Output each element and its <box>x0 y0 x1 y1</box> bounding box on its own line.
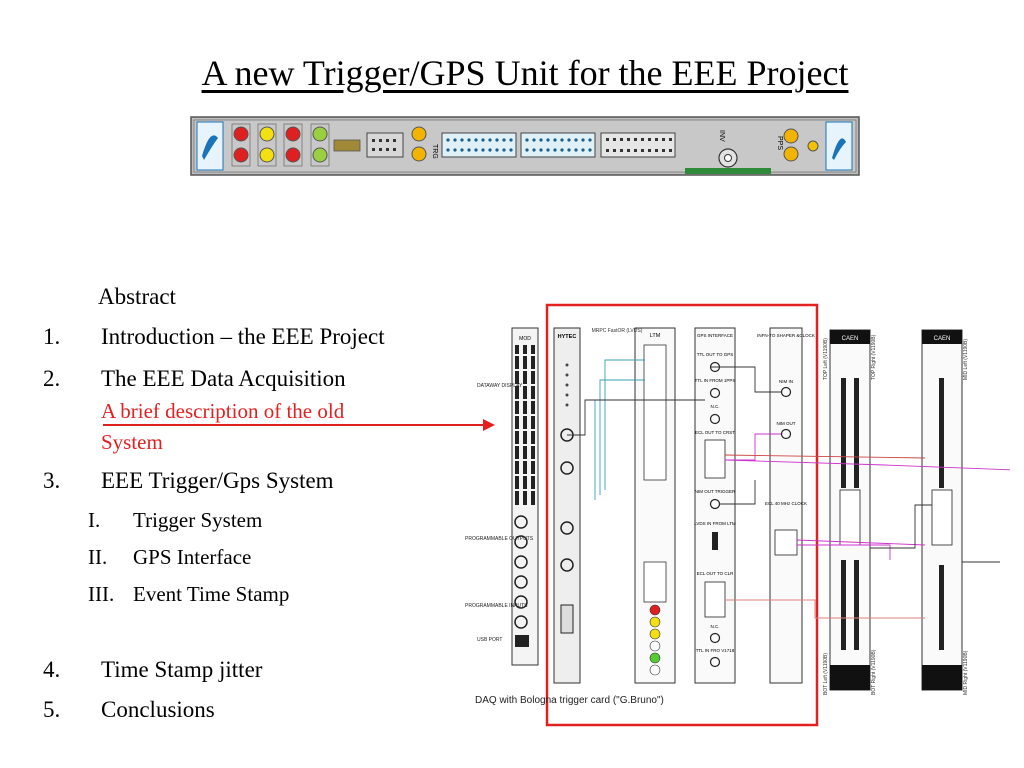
caen-channel-label: TOP Right (V1190B) <box>871 334 877 380</box>
infn-port-label: NIM IN <box>779 379 793 384</box>
svg-text:MOD: MOD <box>519 336 531 342</box>
mrpc-label: MRPC FastOR (LVDS) <box>592 328 643 334</box>
caen-label: CAEN <box>842 336 859 342</box>
gps-port-label: NIM OUT TRIGGER <box>695 489 736 494</box>
gps-port-label: TTL OUT TO GPS <box>697 352 734 357</box>
outline-item-text: Introduction – the EEE Project <box>101 324 385 349</box>
label-prog-inputs: PROGRAMMABLE INPUTS <box>465 603 528 609</box>
outline-item-text: The EEE Data Acquisition <box>101 366 346 391</box>
ltm-module: LTM <box>634 327 676 684</box>
outline-subitem-number: II. <box>88 545 108 569</box>
label-prog-outputs: PROGRAMMABLE OUTPUTS <box>465 536 534 542</box>
outline-item-text: Conclusions <box>101 697 215 722</box>
infn-port-label: NIM OUT <box>777 421 796 426</box>
daq-diagram: MOD DATAWAY DISPLAY PROGRAMMABLE OUTPUTS… <box>465 303 1010 727</box>
outline: Abstract 1. Introduction – the EEE Proje… <box>0 0 470 768</box>
gps-port-label: TTL IN FROM 1PPS <box>695 378 736 383</box>
gps-interface-module: GPS INTERFACE TTL OUT TO GPS TTL IN FROM… <box>694 327 736 684</box>
gps-port-label: LVDS IN FROM LTM <box>694 521 736 526</box>
gps-port-label: TTL IN FRO V1718 <box>696 648 735 653</box>
outline-abstract: Abstract <box>98 284 176 309</box>
label-usb: USB PORT <box>477 637 502 643</box>
infn-shaper-module: INFN-TO SHAPER &CLOCK NIM IN NIM OUT ECL… <box>757 327 815 684</box>
infn-port-label: ECL 40 MHz CLOCK <box>765 501 807 506</box>
ltm-label: LTM <box>650 333 661 339</box>
outline-note: System <box>101 430 163 454</box>
caen-channel-label: TOP Left (V1190B) <box>823 338 829 380</box>
outline-item-text: EEE Trigger/Gps System <box>101 468 334 493</box>
caen-tdc-right: CAEN <box>921 329 963 691</box>
hytec-module: HYTEC <box>553 327 581 684</box>
panel-label-trg: TRG <box>431 144 438 159</box>
outline-item-number: 2. <box>43 366 61 391</box>
caen-channel-label: MID Right (V1190B) <box>963 650 969 695</box>
dataway-module: MOD <box>511 327 539 666</box>
pointer-arrow <box>103 419 495 431</box>
highlight-box <box>545 303 819 727</box>
outline-subitem-text: Trigger System <box>133 508 263 532</box>
panel-label-inv: INV <box>718 130 725 142</box>
outline-item-number: 5. <box>43 697 61 722</box>
trigger-unit-front-panel: TRG INV PPS <box>190 116 860 176</box>
diagram-caption: DAQ with Bologna trigger card ("G.Bruno"… <box>475 695 664 706</box>
outline-subitem-number: III. <box>88 582 115 606</box>
slide-title: A new Trigger/GPS Unit for the EEE Proje… <box>201 53 849 93</box>
panel-label-pps: PPS <box>776 136 783 150</box>
gps-port-label: ECL OUT TO CLR <box>697 571 735 576</box>
caen-channel-label: BOT Left (V1190B) <box>823 653 829 695</box>
caen-channel-label: MID Left (V1190B) <box>963 339 969 380</box>
outline-subitem-text: GPS Interface <box>133 545 252 569</box>
outline-subitem-number: I. <box>88 508 101 532</box>
gps-port-label: N.C. <box>711 624 720 629</box>
gps-port-label: N.C. <box>711 404 720 409</box>
caen-label: CAEN <box>934 336 951 342</box>
outline-item-number: 4. <box>43 657 61 682</box>
gps-module-label: GPS INTERFACE <box>697 333 733 338</box>
outline-item-number: 1. <box>43 324 61 349</box>
hytec-label: HYTEC <box>558 334 577 340</box>
infn-module-label: INFN-TO SHAPER &CLOCK <box>757 333 815 338</box>
caen-channel-label: BOT Right (V1190B) <box>871 649 877 695</box>
gps-port-label: ECL OUT TO CRST <box>695 430 735 435</box>
outline-item-text: Time Stamp jitter <box>101 657 263 682</box>
outline-subitem-text: Event Time Stamp <box>133 582 290 606</box>
caen-tdc-left: CAEN <box>829 329 871 691</box>
outline-item-number: 3. <box>43 468 61 493</box>
outline-note: A brief description of the old <box>101 399 345 423</box>
label-dataway: DATAWAY DISPLAY <box>477 383 523 389</box>
